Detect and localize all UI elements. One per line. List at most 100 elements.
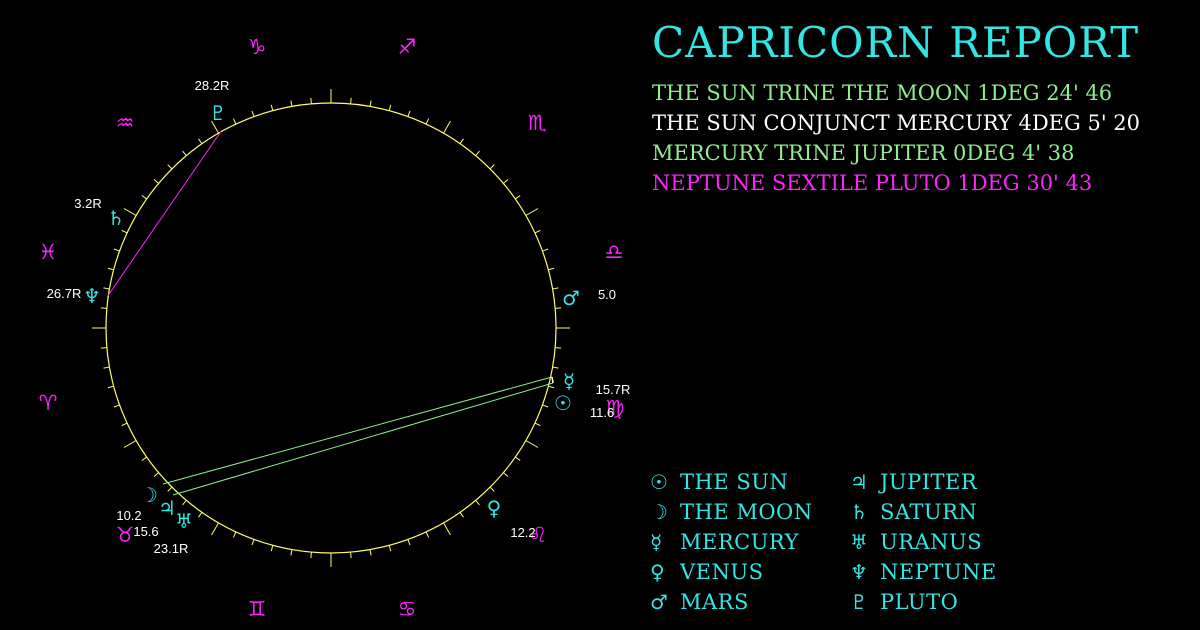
mars-icon: ♂ (562, 286, 580, 310)
degree-tick (542, 404, 549, 408)
degree-tick (425, 531, 430, 538)
degree-tick (552, 287, 559, 290)
sign-boundary-tick (123, 440, 137, 448)
degree-tick (153, 179, 159, 184)
mars-icon: ♂ (650, 590, 668, 614)
legend-item-mars: ♂ MARS (650, 587, 850, 617)
sign-boundary-tick (443, 120, 451, 134)
mercury-degree: 15.7R (596, 382, 631, 397)
natal-chart-wheel: ♑ ♐ ♏ ♎ ♍ ♌ ♋ ♊ ♉ ♈ ♓ ♒ ♇ ♄ ♆ ♂ ☿ ☉ ♀ ☽ … (39, 35, 631, 621)
moon-icon: ☽ (140, 483, 158, 507)
aquarius-icon: ♒ (116, 111, 135, 135)
degree-tick (270, 545, 274, 552)
legend-label: SATURN (880, 500, 978, 524)
virgo-icon: ♍ (606, 396, 625, 420)
mercury-icon: ☿ (563, 369, 575, 393)
degree-tick (121, 229, 128, 234)
aspect-list: THE SUN TRINE THE MOON 1DEG 24' 46 THE S… (652, 78, 1140, 198)
degree-tick (232, 118, 237, 125)
degree-tick (548, 385, 555, 389)
degree-tick (369, 100, 372, 107)
neptune-degree: 26.7R (47, 286, 82, 301)
aries-icon: ♈ (39, 391, 58, 415)
degree-tick (113, 404, 120, 408)
legend-item-mercury: ☿ MERCURY (650, 527, 850, 557)
degree-tick (350, 97, 352, 104)
sign-boundary-tick (525, 208, 539, 216)
leo-icon: ♌ (529, 523, 548, 547)
sign-boundary-tick (211, 120, 219, 134)
uranus-icon: ♅ (850, 530, 868, 554)
planet-glyphs: ♇ ♄ ♆ ♂ ☿ ☉ ♀ ☽ ♃ ♅ (83, 101, 580, 533)
degree-tick (407, 539, 411, 546)
legend-item-moon: ☽ THE MOON (650, 497, 850, 527)
degree-tick (534, 422, 541, 427)
degree-tick (107, 267, 114, 271)
degree-tick (232, 531, 237, 538)
page-title: CAPRICORN REPORT (652, 18, 1140, 67)
degree-tick (167, 486, 173, 492)
legend-item-venus: ♀ VENUS (650, 557, 850, 587)
legend-label: PLUTO (880, 590, 959, 614)
degree-tick (475, 500, 480, 506)
legend-label: VENUS (680, 560, 764, 584)
neptune-icon: ♆ (83, 284, 101, 308)
gemini-icon: ♊ (248, 597, 267, 621)
degree-tick (475, 150, 480, 156)
legend-item-jupiter: ♃ JUPITER (850, 467, 1050, 497)
degree-tick (407, 110, 411, 117)
degree-tick (107, 385, 114, 389)
degree-tick (270, 104, 274, 111)
legend-label: MARS (680, 590, 749, 614)
degree-tick (534, 229, 541, 234)
planet-degrees: 28.2R 3.2R 26.7R 5.0 15.7R 11.6 12.2 10.… (47, 78, 631, 556)
legend-label: JUPITER (880, 470, 978, 494)
jupiter-degree: 15.6 (133, 524, 158, 539)
legend-label: THE SUN (680, 470, 789, 494)
degree-tick (167, 164, 173, 170)
degree-tick (310, 552, 312, 559)
degree-tick (555, 307, 562, 309)
legend-label: MERCURY (680, 530, 799, 554)
jupiter-icon: ♃ (158, 496, 176, 520)
aspect-lines (106, 129, 554, 496)
degree-tick (290, 100, 293, 107)
legend-label: NEPTUNE (880, 560, 997, 584)
venus-degree: 12.2 (510, 525, 535, 540)
legend-item-neptune: ♆ NEPTUNE (850, 557, 1050, 587)
degree-tick (369, 549, 372, 556)
degree-tick (103, 287, 110, 290)
planet-legend: ☉ THE SUN ☽ THE MOON ☿ MERCURY ♀ VENUS ♂… (650, 467, 1050, 617)
degree-tick (198, 138, 203, 144)
degree-tick (489, 164, 495, 170)
degree-tick (555, 347, 562, 349)
sagittarius-icon: ♐ (398, 35, 417, 59)
pisces-icon: ♓ (39, 240, 58, 264)
saturn-degree: 3.2R (74, 196, 101, 211)
degree-tick (100, 347, 107, 349)
sign-boundary-tick (211, 522, 219, 536)
aspect-item: THE SUN CONJUNCT MERCURY 4DEG 5' 20 (652, 111, 1140, 135)
degree-tick (552, 366, 559, 369)
degree-tick (425, 118, 430, 125)
degree-tick (100, 307, 107, 309)
capricorn-icon: ♑ (248, 35, 267, 59)
degree-tick (198, 512, 203, 518)
degree-tick (489, 486, 495, 492)
legend-item-saturn: ♄ SATURN (850, 497, 1050, 527)
aspect-item: NEPTUNE SEXTILE PLUTO 1DEG 30' 43 (652, 171, 1093, 195)
sun-degree: 11.6 (590, 405, 614, 420)
legend-label: THE MOON (680, 500, 813, 524)
pluto-icon: ♇ (850, 590, 868, 614)
scorpio-icon: ♏ (528, 111, 547, 135)
degree-tick (459, 138, 464, 144)
mercury-icon: ☿ (650, 530, 663, 554)
aspect-line-mercury-jupiter (172, 382, 554, 496)
degree-ticks (92, 89, 570, 567)
sun-icon: ☉ (554, 391, 572, 415)
degree-tick (113, 248, 120, 252)
wheel-circle (105, 102, 557, 554)
uranus-degree: 23.1R (154, 541, 189, 556)
degree-tick (388, 104, 392, 111)
degree-tick (141, 456, 147, 461)
